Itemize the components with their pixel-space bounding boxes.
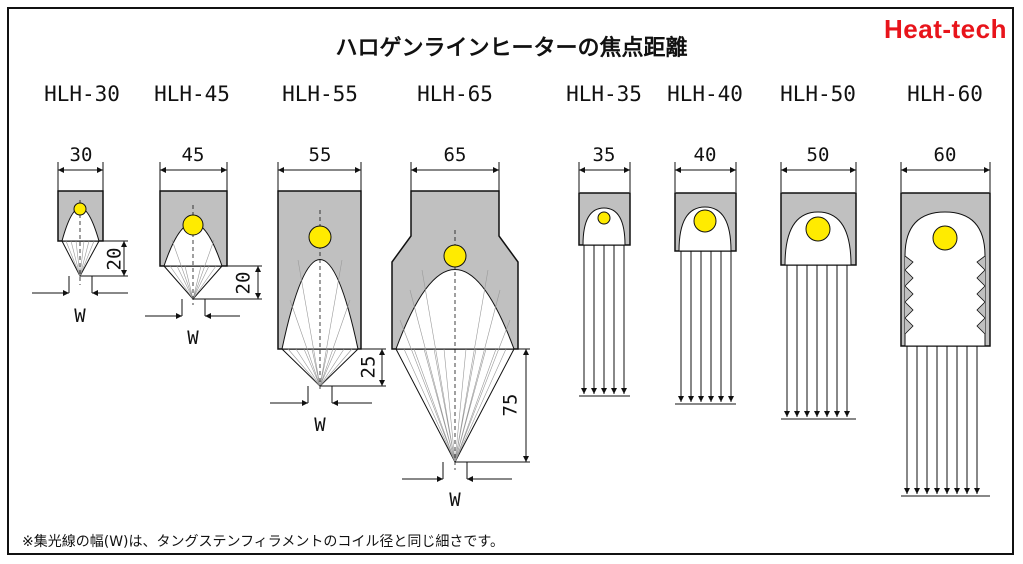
filament-icon [443,244,467,268]
w-label-hlh-30: W [74,305,86,327]
width-label-hlh-45: 45 [182,144,205,166]
model-label-hlh-40: HLH-40 [667,82,743,106]
focal-label-hlh-45: 20 [233,272,255,295]
filament-icon [693,209,717,233]
model-label-hlh-30: HLH-30 [44,82,120,106]
w-label-hlh-45: W [187,327,199,349]
brand-logo: Heat-tech [884,14,1007,44]
model-label-hlh-45: HLH-45 [154,82,230,106]
model-label-hlh-60: HLH-60 [907,82,983,106]
heater-hlh-65: HLH-65 65 75 W [391,82,530,511]
heater-hlh-35: HLH-35 35 [566,82,642,397]
width-label-hlh-50: 50 [807,144,830,166]
footnote: ※集光線の幅(W)は、タングステンフィラメントのコイル径と同じ細さです。 [22,534,504,550]
focal-label-hlh-55: 25 [358,356,380,379]
w-label-hlh-65: W [449,489,461,511]
model-label-hlh-35: HLH-35 [566,82,642,106]
outer-frame [7,7,1014,555]
model-label-hlh-50: HLH-50 [780,82,856,106]
heater-hlh-45: HLH-45 45 20 W [145,82,262,349]
width-label-hlh-35: 35 [593,144,616,166]
focal-label-hlh-65: 75 [500,394,522,417]
focal-label-hlh-30: 20 [104,248,126,271]
page-title: ハロゲンラインヒーターの焦点距離 [335,36,688,61]
width-label-hlh-65: 65 [444,144,467,166]
filament-icon [805,216,831,242]
width-label-hlh-40: 40 [694,144,717,166]
w-label-hlh-55: W [314,414,326,436]
filament-icon [932,225,958,251]
filament-icon [597,211,611,225]
heater-hlh-40: HLH-40 40 [667,82,743,405]
model-label-hlh-65: HLH-65 [417,82,493,106]
heater-hlh-60: HLH-60 60 [900,82,991,497]
filament-icon [73,202,87,216]
model-label-hlh-55: HLH-55 [282,82,358,106]
width-label-hlh-55: 55 [309,144,332,166]
width-label-hlh-30: 30 [70,144,93,166]
width-label-hlh-60: 60 [934,144,957,166]
heater-hlh-50: HLH-50 50 [780,82,857,420]
heater-hlh-55: HLH-55 55 25 W [270,82,386,436]
heater-hlh-30: HLH-30 30 20 W [32,82,128,327]
filament-icon [182,214,204,236]
filament-icon [308,225,332,249]
